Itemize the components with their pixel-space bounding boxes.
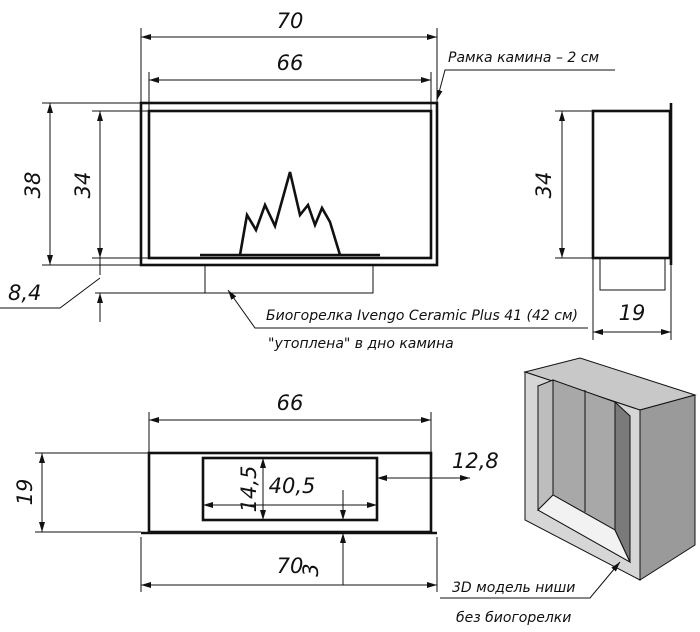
dim-inner-height: 34 (71, 172, 95, 199)
side-body (591, 109, 672, 260)
top-dim-outer-width: 70 (277, 554, 304, 578)
dim-inner-width: 66 (277, 51, 304, 75)
dim-burner-depth: 8,4 (8, 281, 41, 305)
dim-side-offset: 12,8 (452, 449, 499, 473)
fireplace-frame-outer (139, 101, 439, 267)
burner-note-2: "утоплена" в дно камина (268, 336, 454, 352)
model-note-2: без биогорелки (456, 610, 571, 626)
side-dim-depth: 19 (619, 301, 646, 325)
burner-note: Биогорелка Ivengo Ceramic Plus 41 (42 см… (266, 308, 578, 324)
side-burner (599, 258, 666, 291)
side-dim-height: 34 (532, 172, 556, 199)
dim-frame: 3 (299, 563, 323, 576)
flame (238, 171, 342, 256)
burner-outline (95, 265, 374, 294)
dim-outer-height: 38 (21, 172, 45, 199)
dim-outer-width: 70 (277, 9, 304, 33)
top-view: 66 19 12,8 14,5 40,5 3 70 (13, 391, 499, 592)
frame-note: Рамка камина – 2 см (448, 50, 599, 66)
top-dim-depth: 19 (13, 479, 37, 506)
model-note: 3D модель ниши (452, 580, 575, 596)
front-view: 70 66 38 34 8,4 Рамка камина – 2 см Биог… (0, 9, 615, 352)
niche-3d-model (523, 357, 697, 581)
dim-opening-width: 40,5 (269, 474, 316, 498)
side-view: 34 19 (532, 103, 673, 340)
fireplace-opening (147, 109, 433, 260)
top-opening (201, 456, 379, 522)
top-dim-inner-width: 66 (277, 391, 304, 415)
